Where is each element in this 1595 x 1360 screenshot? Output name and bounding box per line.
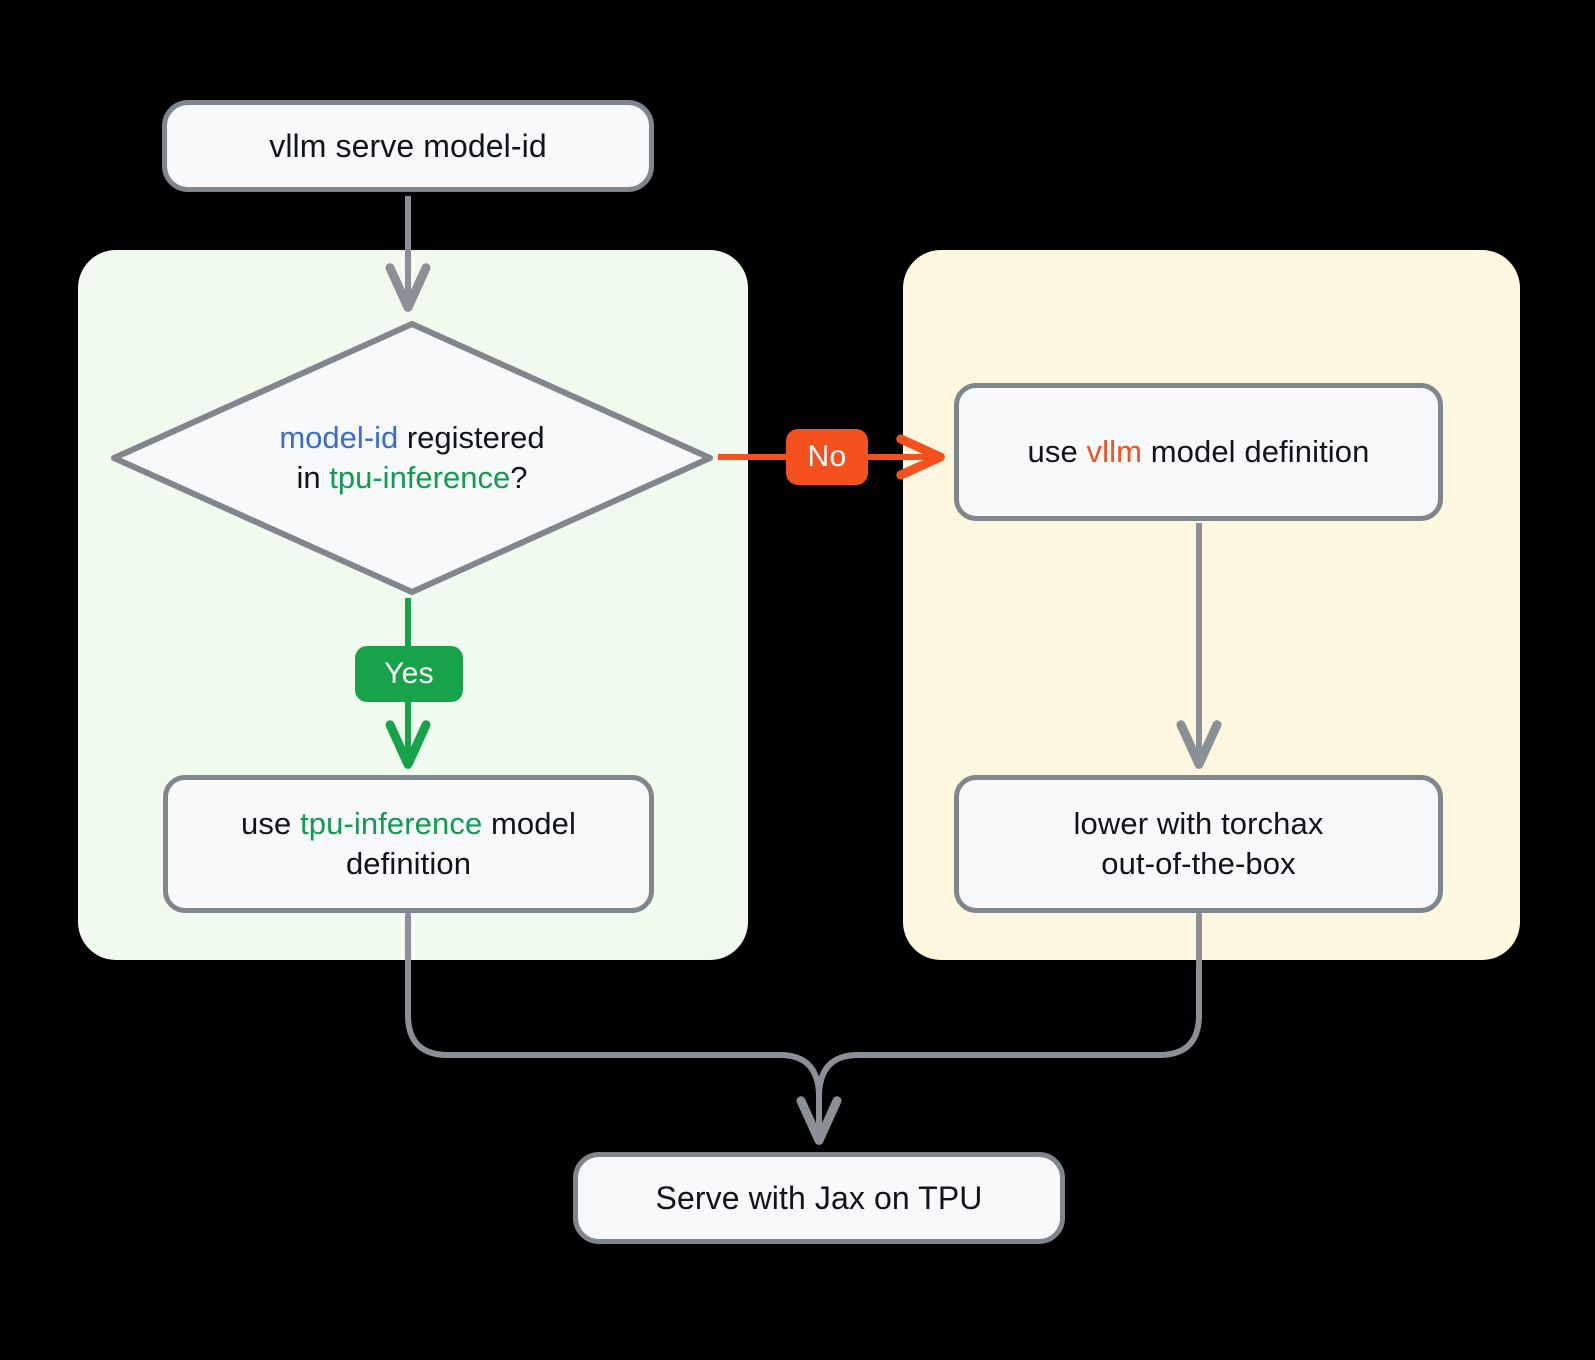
token-model-definition: model definition (1142, 434, 1370, 470)
node-lower-with-torchax[interactable]: lower with torchax out-of-the-box (954, 775, 1443, 913)
node-serve-with-jax-on-tpu[interactable]: Serve with Jax on TPU (573, 1152, 1065, 1244)
token-use: use (241, 806, 301, 842)
token-model-id: model-id (279, 419, 399, 455)
node-vllm-def-label: use vllm model definition (1028, 432, 1370, 472)
node-use-vllm-model-definition[interactable]: use vllm model definition (954, 383, 1443, 521)
node-torchax-line2: out-of-the-box (1101, 846, 1296, 881)
node-use-tpu-inference-model-definition[interactable]: use tpu-inference model definition (163, 775, 654, 913)
token-use: use (1027, 434, 1087, 470)
diamond-shape (111, 321, 713, 595)
token-in: in (296, 460, 330, 495)
node-start-label: vllm serve model-id (269, 127, 547, 164)
edge-label-yes: Yes (355, 646, 463, 702)
node-torchax-line1: lower with torchax (1073, 806, 1324, 842)
token-question: ? (510, 460, 528, 495)
node-serve-label: Serve with Jax on TPU (655, 1179, 983, 1216)
token-vllm: vllm (1086, 434, 1143, 470)
edge-label-no: No (786, 429, 868, 485)
node-start-command[interactable]: vllm serve model-id (162, 100, 654, 192)
token-model-definition: model definition (345, 806, 576, 881)
node-torchax-label: lower with torchax out-of-the-box (1074, 804, 1324, 883)
token-registered: registered (398, 419, 545, 455)
node-decision-label: model-id registered in tpu-inference? (108, 318, 716, 598)
node-decision-model-registered[interactable]: model-id registered in tpu-inference? (108, 318, 716, 598)
node-tpu-def-label: use tpu-inference model definition (186, 804, 631, 883)
token-tpu-inference: tpu-inference (329, 460, 511, 495)
token-tpu-inference: tpu-inference (300, 806, 483, 842)
